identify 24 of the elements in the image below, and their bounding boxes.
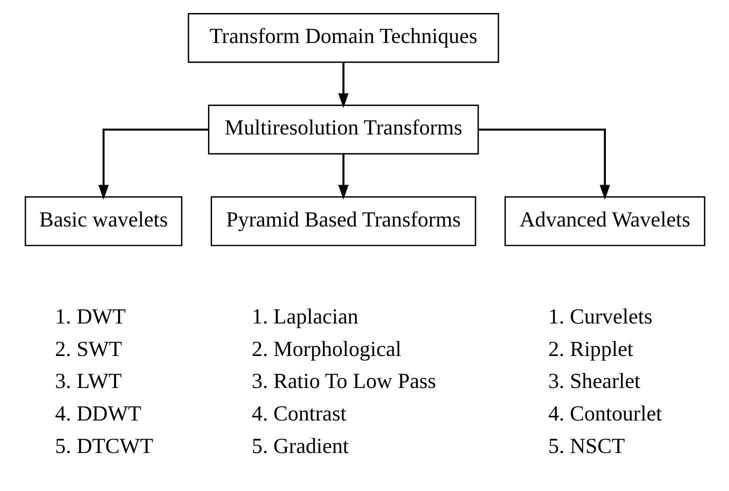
- node-label: 4. Contrast: [251, 401, 346, 426]
- node-box: Advanced Wavelets: [504, 196, 705, 246]
- node-label: 3. LWT: [54, 369, 122, 394]
- arrow: [338, 154, 348, 200]
- node-label: 1. Curvelets: [548, 304, 652, 328]
- arrow: [338, 62, 348, 108]
- node-label: 3. Ratio To Low Pass: [251, 369, 436, 394]
- node-label: 2. SWT: [54, 336, 122, 361]
- node-box: Basic wavelets: [24, 196, 182, 246]
- node-box: Multiresolution Transforms: [208, 104, 478, 155]
- node-box: Pyramid Based Transforms: [210, 196, 476, 246]
- node-label: 5. DTCWT: [54, 434, 153, 458]
- node-label: 5. NSCT: [548, 434, 624, 458]
- node-label: 2. Ripplet: [548, 336, 633, 361]
- node-label: 4. DDWT: [54, 401, 141, 426]
- node-label: 3. Shearlet: [548, 369, 640, 394]
- node-label: 2. Morphological: [251, 336, 401, 361]
- node-label: 5. Gradient: [251, 434, 348, 458]
- node-label: 1. DWT: [54, 304, 126, 328]
- node-label: 4. Contourlet: [548, 401, 662, 426]
- node-label: 1. Laplacian: [251, 304, 358, 328]
- arrow: [478, 128, 610, 200]
- arrow: [98, 128, 208, 200]
- node-box: Transform Domain Techniques: [187, 13, 499, 63]
